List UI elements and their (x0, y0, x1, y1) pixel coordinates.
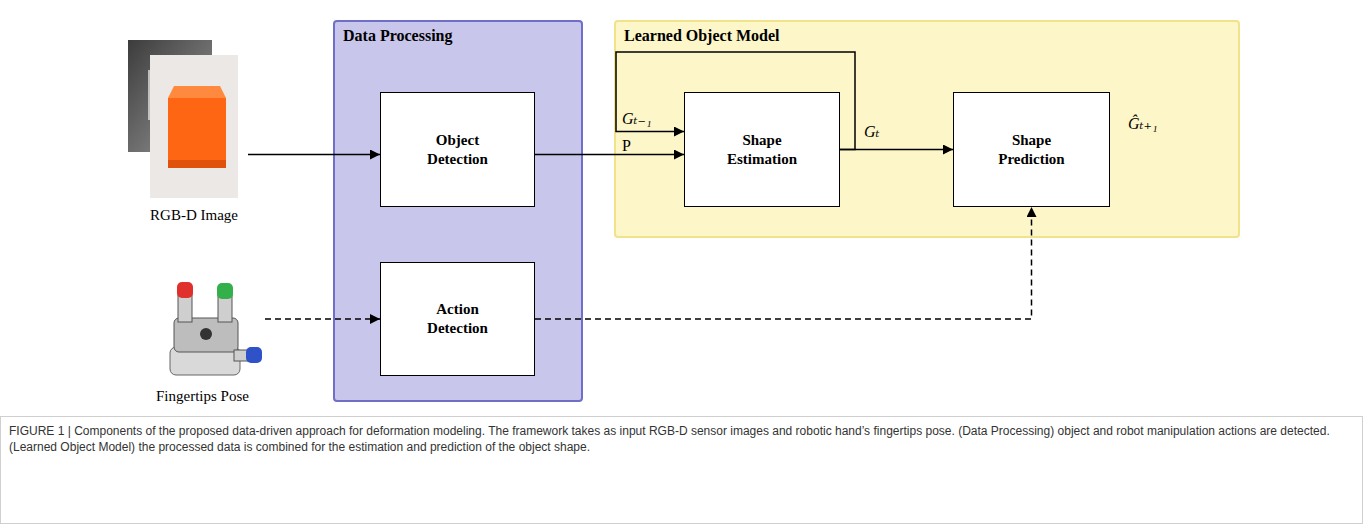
box-label: Object Detection (410, 131, 506, 169)
finger (178, 294, 192, 322)
cube-top (168, 86, 226, 98)
stage-band: Data ProcessingObject DetectionAction De… (333, 20, 583, 402)
label-holder: Gₜ₋₁ (622, 109, 652, 128)
hand-joint (200, 328, 212, 340)
fingertip-blue (246, 347, 262, 363)
caption-holder: FIGURE 1 | Components of the proposed da… (9, 423, 1349, 455)
process-box: Shape Estimation (684, 92, 840, 207)
connector-arrow (535, 154, 684, 156)
label-holder: Ĝₜ₊₁ (1128, 114, 1158, 133)
hand-palm (174, 318, 238, 352)
signal-label: Ĝₜ₊₁ (1128, 114, 1158, 133)
connector-arrow (248, 154, 380, 156)
color-photo (150, 55, 238, 198)
fingertip-green (217, 283, 233, 299)
box-label: Action Detection (410, 300, 506, 338)
edge-label: Gₜ (864, 122, 880, 141)
cube-front (168, 98, 226, 168)
box-label: Shape Prediction (984, 131, 1080, 169)
process-box: Object Detection (380, 92, 535, 207)
image-caption: Fingertips Pose (156, 387, 249, 405)
label-holder: Gₜ (864, 122, 880, 141)
finger (218, 295, 232, 322)
fingertip-red (177, 282, 193, 298)
box-label: Shape Estimation (714, 131, 810, 169)
edge-label: P (622, 136, 631, 155)
figure-caption: FIGURE 1 | Components of the proposed da… (9, 423, 1349, 455)
process-box: Action Detection (380, 262, 535, 376)
label-holder: P (622, 136, 631, 155)
caption-frame (1, 417, 1363, 524)
image-input: Fingertips Pose (140, 280, 265, 405)
band-heading: Data Processing (343, 26, 452, 45)
image-input: RGB-D Image (140, 38, 248, 224)
process-box: Shape Prediction (953, 92, 1110, 207)
cube-shadow (168, 160, 226, 168)
connector-arrow (840, 149, 953, 151)
image-caption: RGB-D Image (150, 206, 238, 224)
band-heading: Learned Object Model (624, 26, 780, 45)
edge-label: Gₜ₋₁ (622, 109, 652, 128)
